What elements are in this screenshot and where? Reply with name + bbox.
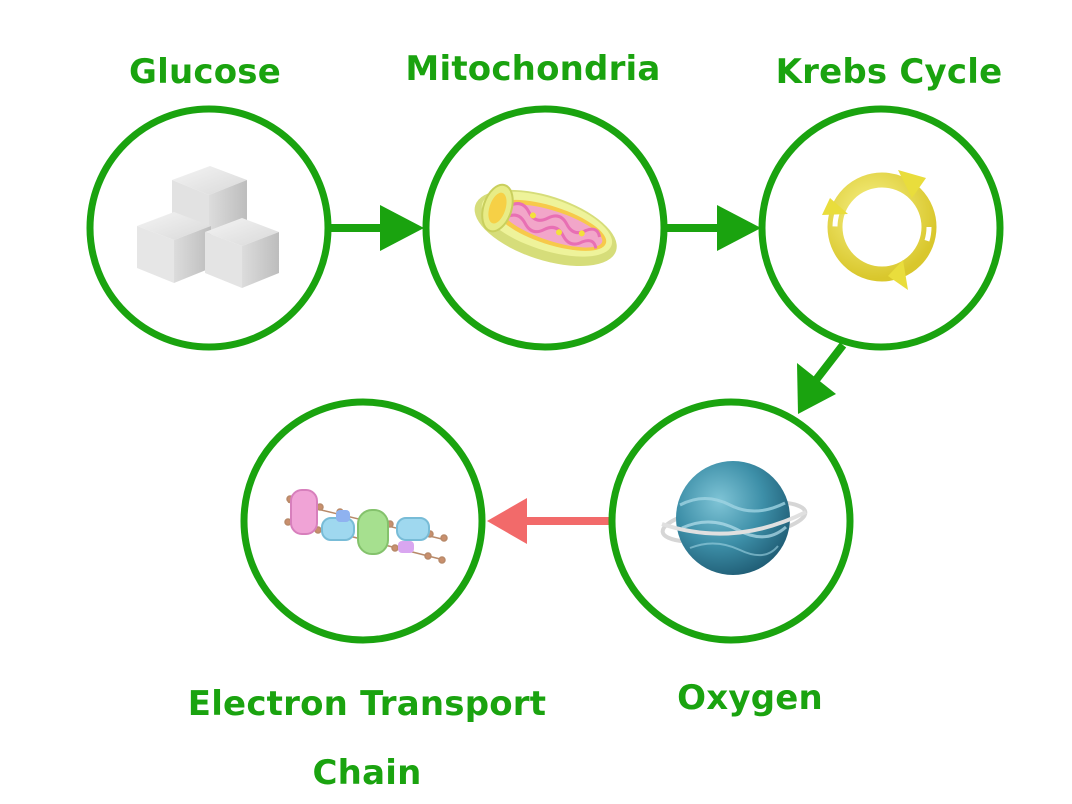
arrow-shaft	[812, 342, 847, 383]
edge-mitochondria-krebs	[666, 205, 761, 251]
arrow-head	[797, 363, 836, 414]
node-label-glucose: Glucose	[129, 52, 281, 92]
arrow-head	[487, 498, 527, 544]
node-label-oxygen: Oxygen	[677, 678, 823, 718]
sugar-cubes-icon	[137, 166, 279, 288]
node-label-krebs: Krebs Cycle	[775, 52, 1003, 92]
node-label-etc-line1: Electron Transport	[187, 684, 547, 724]
oxygen-sphere-icon	[660, 461, 808, 575]
node-label-mitochondria: Mitochondria	[405, 49, 661, 89]
membrane-proteins-icon	[284, 489, 448, 564]
node-label-etc-line2: Chain	[312, 753, 422, 793]
edge-krebs-oxygen	[797, 342, 847, 414]
edge-oxygen-etc	[487, 498, 610, 544]
cycle-arrows-icon	[822, 170, 937, 290]
edge-glucose-mitochondria	[330, 205, 424, 251]
arrow-head	[380, 205, 424, 251]
mitochondrion-icon	[474, 183, 617, 267]
arrow-head	[717, 205, 761, 251]
node-ring-krebs	[758, 105, 1004, 351]
